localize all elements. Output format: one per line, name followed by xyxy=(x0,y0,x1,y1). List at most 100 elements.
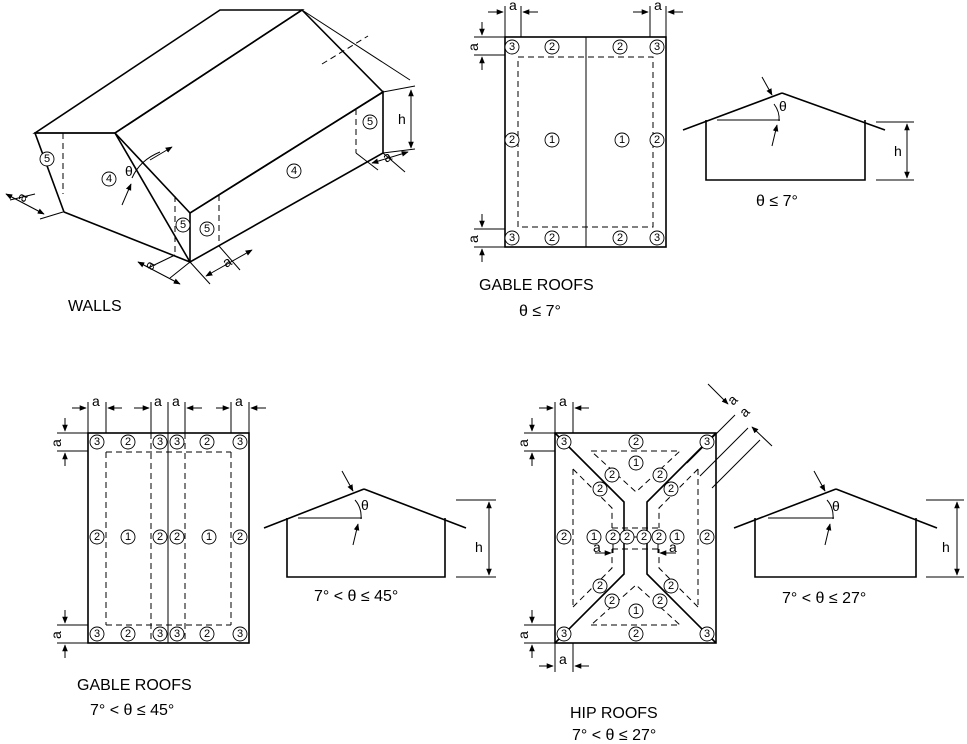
svg-text:h: h xyxy=(475,539,483,555)
hip-zone-boundaries xyxy=(572,450,699,626)
zone-marker: 2 xyxy=(120,434,136,450)
svg-text:5: 5 xyxy=(44,153,50,165)
svg-text:2: 2 xyxy=(668,580,674,592)
zone-marker: 2 xyxy=(604,467,620,483)
walls-a-dimension-bottom-right: a xyxy=(189,245,253,285)
zone-marker: 3 xyxy=(649,230,665,246)
svg-text:1: 1 xyxy=(206,531,212,543)
gable-low-zones: 3 2 2 3 2 1 1 2 3 2 2 3 xyxy=(504,39,665,246)
svg-text:2: 2 xyxy=(157,531,163,543)
svg-text:3: 3 xyxy=(561,628,567,640)
svg-text:5: 5 xyxy=(204,223,210,235)
hip-plan: a a a a a a a xyxy=(515,383,773,744)
zone-marker: 5 xyxy=(39,151,55,167)
svg-text:a: a xyxy=(92,393,100,409)
zone-marker: 2 xyxy=(120,626,136,642)
zone-marker: 2 xyxy=(169,529,185,545)
svg-text:a: a xyxy=(235,393,243,409)
gable-low-condition: θ ≤ 7° xyxy=(519,303,561,320)
hip-condition: 7° < θ ≤ 27° xyxy=(572,727,656,744)
svg-text:1: 1 xyxy=(633,605,639,617)
svg-text:1: 1 xyxy=(633,457,639,469)
svg-text:2: 2 xyxy=(125,628,131,640)
gable-mid-a-dimensions: a a a a a a xyxy=(48,393,266,658)
zone-marker: 2 xyxy=(652,593,668,609)
zone-marker: 2 xyxy=(619,529,635,545)
gable-low-caption: GABLE ROOFS xyxy=(479,277,594,294)
svg-text:a: a xyxy=(48,439,64,447)
svg-text:3: 3 xyxy=(704,436,710,448)
zone-marker: 3 xyxy=(504,39,520,55)
svg-text:3: 3 xyxy=(561,436,567,448)
svg-text:a: a xyxy=(465,235,481,243)
gable-low-section-condition: θ ≤ 7° xyxy=(756,193,798,210)
svg-text:a: a xyxy=(515,631,531,639)
gable-low-a-dimensions: a a a a xyxy=(465,0,683,262)
gable-mid-caption: GABLE ROOFS xyxy=(77,677,192,694)
svg-text:2: 2 xyxy=(641,531,647,543)
svg-text:2: 2 xyxy=(704,531,710,543)
zone-marker: 2 xyxy=(199,434,215,450)
svg-text:1: 1 xyxy=(549,134,555,146)
svg-text:2: 2 xyxy=(549,41,555,53)
zone-marker: 1 xyxy=(669,529,685,545)
svg-text:2: 2 xyxy=(633,628,639,640)
svg-text:a: a xyxy=(515,439,531,447)
walls-zones: 5 4 5 5 4 5 xyxy=(39,114,378,237)
svg-text:3: 3 xyxy=(174,628,180,640)
svg-text:3: 3 xyxy=(157,436,163,448)
svg-text:2: 2 xyxy=(204,628,210,640)
zone-marker: 2 xyxy=(152,529,168,545)
zone-marker: 3 xyxy=(699,626,715,642)
zone-marker: 2 xyxy=(699,529,715,545)
gable-low-plan: a a a a 3 2 2 3 2 1 1 2 3 2 xyxy=(465,0,683,320)
walls-height-dimension: h xyxy=(382,85,416,154)
zone-marker: 3 xyxy=(649,39,665,55)
zone-marker: 1 xyxy=(120,529,136,545)
svg-text:2: 2 xyxy=(204,436,210,448)
svg-text:2: 2 xyxy=(657,595,663,607)
svg-text:h: h xyxy=(942,539,950,555)
gable-mid-section-condition: 7° < θ ≤ 45° xyxy=(314,588,398,605)
walls-a-label-left: a xyxy=(13,190,31,205)
zone-marker: 2 xyxy=(89,529,105,545)
svg-text:a: a xyxy=(48,631,64,639)
zone-marker: 1 xyxy=(628,603,644,619)
svg-text:2: 2 xyxy=(609,595,615,607)
gable-mid-section: θ h 7° < θ ≤ 45° xyxy=(263,470,496,605)
walls-theta-label: θ xyxy=(125,163,133,179)
zone-marker: 2 xyxy=(649,132,665,148)
svg-text:2: 2 xyxy=(610,531,616,543)
zone-marker: 2 xyxy=(612,39,628,55)
svg-text:a: a xyxy=(559,651,567,667)
svg-text:3: 3 xyxy=(94,436,100,448)
svg-text:2: 2 xyxy=(94,531,100,543)
zone-marker: 3 xyxy=(556,434,572,450)
svg-text:2: 2 xyxy=(549,232,555,244)
walls-a-dimension-left: a xyxy=(5,190,64,220)
gable-mid-plan: a a a a a a 3 2 3 xyxy=(48,393,266,719)
walls-caption: WALLS xyxy=(68,298,122,315)
zone-marker: 2 xyxy=(612,230,628,246)
svg-text:a: a xyxy=(172,393,180,409)
svg-text:2: 2 xyxy=(617,41,623,53)
hip-section-condition: 7° < θ ≤ 27° xyxy=(782,590,866,607)
zone-marker: 2 xyxy=(504,132,520,148)
hip-theta: θ xyxy=(832,498,840,514)
gable-low-theta: θ xyxy=(779,98,787,114)
zone-marker: 2 xyxy=(604,593,620,609)
zone-marker: 5 xyxy=(175,217,191,233)
svg-text:3: 3 xyxy=(654,232,660,244)
walls-a-dimension-right: a xyxy=(355,148,409,173)
zone-marker: 2 xyxy=(628,434,644,450)
svg-text:2: 2 xyxy=(597,580,603,592)
hip-caption: HIP ROOFS xyxy=(570,705,658,722)
zone-marker: 3 xyxy=(89,434,105,450)
zone-marker: 2 xyxy=(651,529,667,545)
svg-text:h: h xyxy=(894,143,902,159)
walls-h-label: h xyxy=(398,111,406,127)
svg-text:1: 1 xyxy=(619,134,625,146)
svg-text:2: 2 xyxy=(561,531,567,543)
zone-marker: 5 xyxy=(199,221,215,237)
hip-section: θ h 7° < θ ≤ 27° xyxy=(733,470,964,607)
